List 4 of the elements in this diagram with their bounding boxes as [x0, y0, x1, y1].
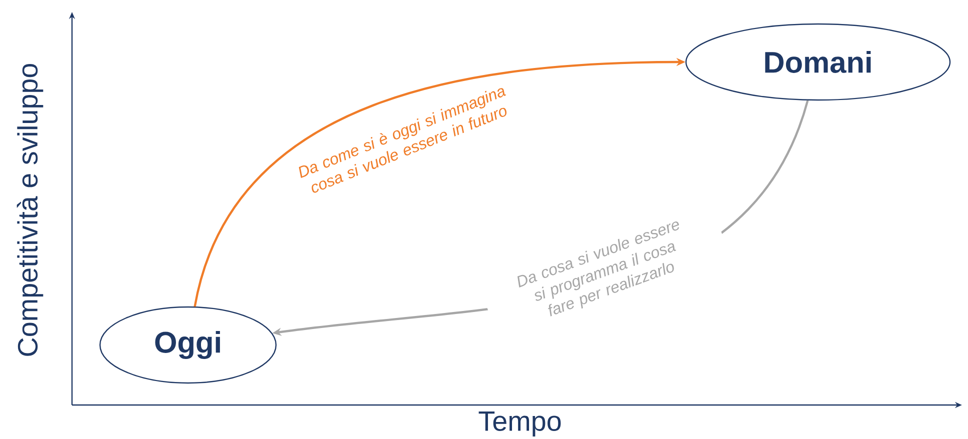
axis-title: Competitività e sviluppo [16, 64, 44, 356]
axis-title: Tempo [478, 412, 561, 436]
ellipse-node: Domani [685, 23, 951, 101]
ellipse-node: Oggi [99, 306, 277, 384]
